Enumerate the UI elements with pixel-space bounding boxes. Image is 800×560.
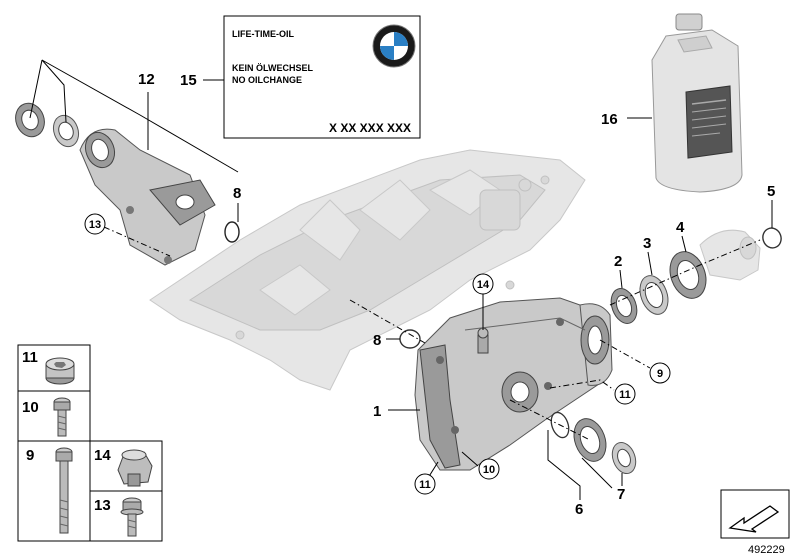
- svg-text:14: 14: [477, 279, 490, 291]
- callout-11-circled-right: 11: [614, 383, 636, 405]
- differential-housing: [414, 297, 613, 471]
- o-ring-icon: [399, 329, 421, 349]
- label-line-no-oilchange: NO OILCHANGE: [232, 75, 302, 85]
- callout-15: 15: [180, 72, 197, 89]
- bmw-logo-icon: [372, 24, 416, 68]
- drain-plug-icon: [45, 357, 75, 385]
- callout-7: 7: [617, 486, 625, 503]
- callout-2: 2: [614, 253, 622, 270]
- svg-text:11: 11: [619, 389, 631, 401]
- callout-4: 4: [676, 219, 685, 236]
- callout-11-circled-bottom: 11: [414, 473, 436, 495]
- callouts: 12 15 16 8 5 4 3 2 8 1 6 7 13 14 9 11 10: [84, 71, 775, 518]
- oil-bottle: [651, 13, 743, 193]
- vent-cap-icon: [117, 449, 153, 487]
- callout-10-circled: 10: [478, 458, 500, 480]
- legend-label-10: 10: [22, 399, 39, 416]
- callout-16: 16: [601, 111, 618, 128]
- output-seals: [550, 411, 637, 474]
- view-direction-box: [720, 489, 790, 539]
- callout-14-circled: 14: [472, 273, 494, 295]
- label-part-code: X XX XXX XXX: [329, 121, 411, 135]
- long-bolt-icon: [55, 447, 73, 534]
- legend-label-14: 14: [94, 447, 111, 464]
- callout-6: 6: [575, 501, 583, 518]
- svg-text:13: 13: [89, 219, 101, 231]
- callout-5: 5: [767, 183, 775, 200]
- diagram-number: 492229: [748, 544, 785, 556]
- leader-lines: [29, 59, 773, 500]
- fastener-legend: 11 10 9 14 13: [17, 344, 163, 542]
- view-direction-arrow-icon: [728, 505, 780, 533]
- label-line-lifetime-oil: LIFE-TIME-OIL: [232, 29, 294, 39]
- oil-pan-ghost: [149, 149, 586, 391]
- callout-12: 12: [138, 71, 155, 88]
- svg-text:9: 9: [657, 368, 663, 380]
- svg-text:11: 11: [419, 479, 431, 491]
- label-line-kein-oelwechsel: KEIN ÖLWECHSEL: [232, 63, 314, 73]
- lifetime-oil-label: LIFE-TIME-OIL KEIN ÖLWECHSEL NO OILCHANG…: [223, 15, 421, 139]
- differential-cover-bracket: [15, 102, 240, 266]
- input-flange-seals: [610, 227, 782, 324]
- callout-8-middle: 8: [373, 332, 381, 349]
- callout-9-circled: 9: [649, 362, 671, 384]
- callout-13-circled: 13: [84, 213, 106, 235]
- legend-label-9: 9: [26, 447, 34, 464]
- svg-text:10: 10: [483, 464, 495, 476]
- legend-label-11: 11: [22, 349, 38, 366]
- legend-label-13: 13: [94, 497, 111, 514]
- callout-1: 1: [373, 403, 381, 420]
- callout-3: 3: [643, 235, 651, 252]
- flange-bolt-icon: [120, 497, 144, 537]
- short-bolt-icon: [53, 397, 71, 437]
- callout-8-top: 8: [233, 185, 241, 202]
